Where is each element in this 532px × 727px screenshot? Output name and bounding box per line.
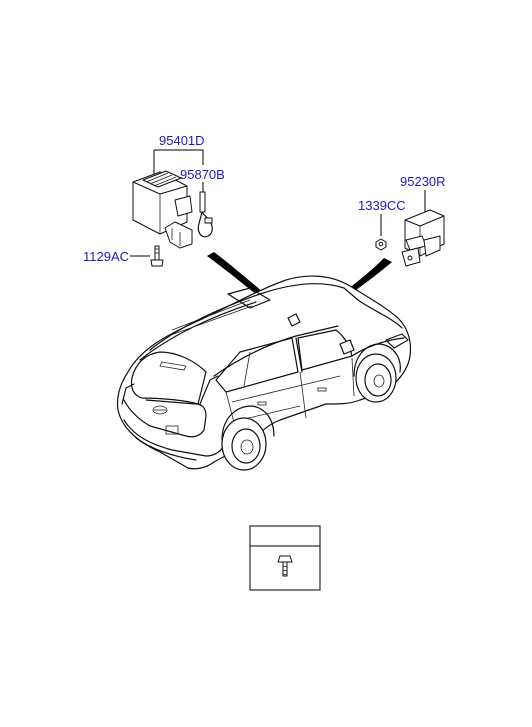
control-module[interactable] (132, 170, 193, 249)
nut-1339CC[interactable] (375, 238, 387, 251)
label-1129AC[interactable]: 1129AC (83, 249, 129, 264)
label-1339CC[interactable]: 1339CC (358, 198, 406, 213)
label-95870B[interactable]: 95870B (180, 167, 225, 182)
vehicle (116, 275, 412, 471)
label-95401D[interactable]: 95401D (159, 133, 205, 148)
label-95230R[interactable]: 95230R (400, 174, 446, 189)
bolt-1129AC[interactable] (150, 245, 164, 267)
antenna-cable[interactable] (197, 191, 213, 238)
leader-lines (130, 149, 426, 257)
screw-81919[interactable] (277, 555, 293, 577)
sensor-module[interactable] (401, 209, 445, 267)
